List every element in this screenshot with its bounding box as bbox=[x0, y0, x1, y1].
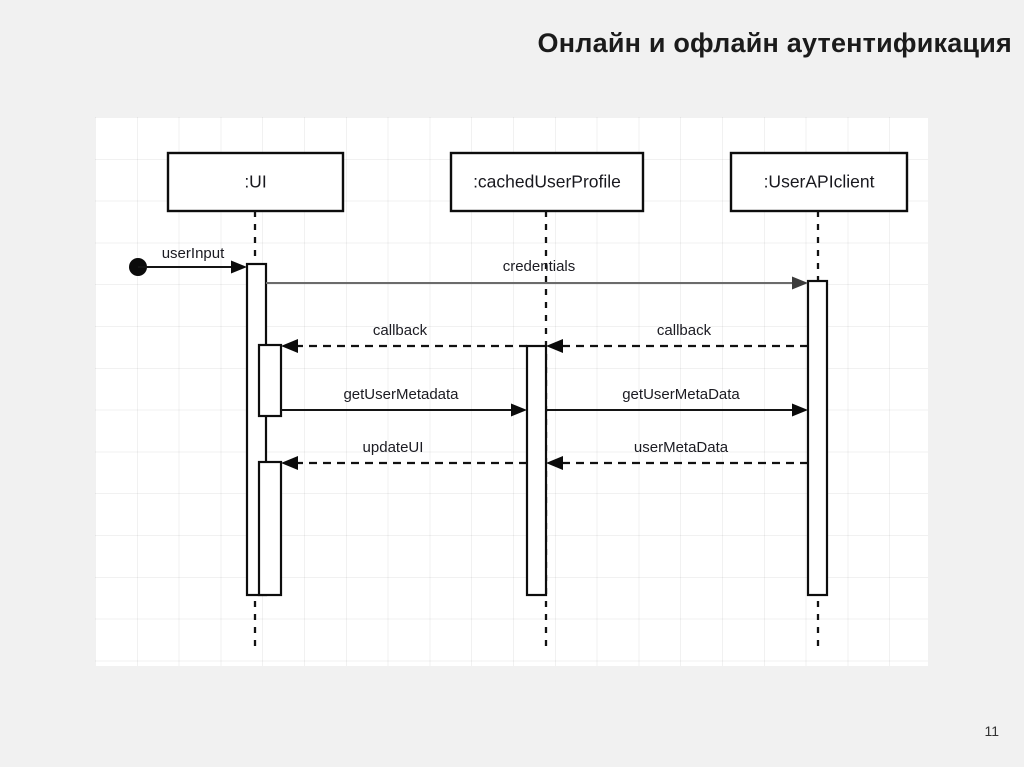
lifeline-box-user-api-client[interactable] bbox=[729, 151, 909, 213]
arrowhead-callback-cache-to-ui bbox=[281, 339, 298, 353]
lifeline-label-ui: :UI bbox=[244, 172, 266, 192]
activation-bar-ui-nested-1[interactable] bbox=[257, 343, 283, 418]
arrowhead-update-ui bbox=[281, 456, 298, 470]
arrowhead-credentials bbox=[792, 276, 808, 290]
arrowhead-callback-api-to-cache bbox=[546, 339, 563, 353]
message-update-ui[interactable]: updateUI bbox=[281, 439, 527, 470]
message-callback-cache-to-ui[interactable]: callback bbox=[281, 322, 527, 353]
message-label-user-input: userInput bbox=[162, 245, 225, 262]
message-credentials[interactable]: credentials bbox=[266, 258, 808, 290]
slide-title: Онлайн и офлайн аутентификация bbox=[537, 28, 1012, 58]
message-label-get-user-metadata-cache-to-api: getUserMetaData bbox=[622, 386, 740, 403]
arrowhead-get-user-metadata-cache-to-api bbox=[792, 403, 808, 417]
page-number: 11 bbox=[984, 723, 999, 739]
lifeline-user-api-client[interactable]: :UserAPIclient bbox=[729, 151, 909, 650]
activation-bar-user-api-client[interactable] bbox=[806, 279, 829, 597]
activation-bar-cached-user-profile[interactable] bbox=[525, 344, 548, 597]
lifeline-box-ui[interactable] bbox=[166, 151, 345, 213]
message-label-callback-api-to-cache: callback bbox=[657, 322, 712, 339]
message-label-get-user-metadata-ui-to-cache: getUserMetadata bbox=[343, 386, 459, 403]
sequence-diagram-svg: :UI :cachedUserProfile :UserAPIclient bbox=[129, 151, 909, 650]
message-callback-api-to-cache[interactable]: callback bbox=[546, 322, 808, 353]
message-label-callback-cache-to-ui: callback bbox=[373, 322, 428, 339]
message-get-user-metadata-ui-to-cache[interactable]: getUserMetadata bbox=[281, 386, 527, 417]
arrowhead-user-input bbox=[231, 260, 247, 274]
lifeline-label-cached-user-profile: :cachedUserProfile bbox=[473, 172, 621, 192]
message-label-user-metadata: userMetaData bbox=[634, 439, 729, 456]
lifeline-box-cached-user-profile[interactable] bbox=[449, 151, 645, 213]
activation-bar-ui-nested-2[interactable] bbox=[257, 460, 283, 597]
message-user-input[interactable]: userInput bbox=[129, 245, 247, 276]
message-label-credentials: credentials bbox=[503, 258, 576, 275]
message-user-metadata[interactable]: userMetaData bbox=[546, 439, 808, 470]
arrowhead-get-user-metadata-ui-to-cache bbox=[511, 403, 527, 417]
message-label-update-ui: updateUI bbox=[363, 439, 424, 456]
message-get-user-metadata-cache-to-api[interactable]: getUserMetaData bbox=[546, 386, 808, 417]
arrowhead-user-metadata bbox=[546, 456, 563, 470]
lifeline-label-user-api-client: :UserAPIclient bbox=[764, 172, 875, 192]
sequence-diagram-canvas: :UI :cachedUserProfile :UserAPIclient bbox=[95, 117, 928, 666]
